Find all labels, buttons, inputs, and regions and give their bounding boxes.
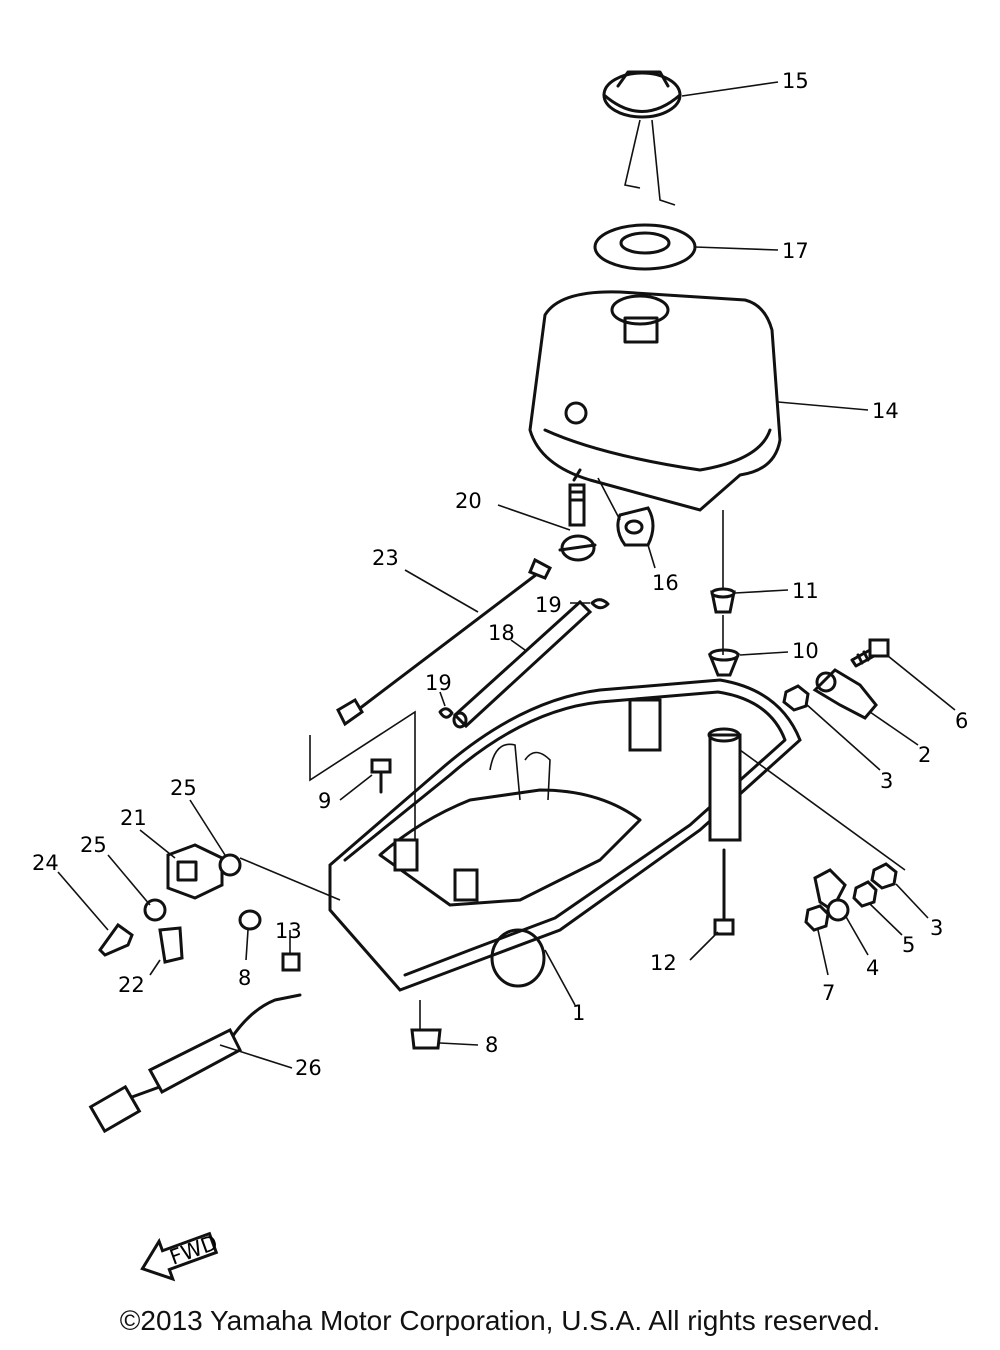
rod [336, 557, 552, 727]
clip [616, 506, 655, 547]
callout-25-upper: 25 [170, 776, 197, 800]
callout-25-lower: 25 [80, 833, 107, 857]
callout-12: 12 [650, 951, 677, 975]
lever-bracket [812, 668, 878, 720]
callout-10: 10 [792, 639, 819, 663]
callout-4: 4 [866, 956, 879, 980]
copyright-notice: ©2013 Yamaha Motor Corporation, U.S.A. A… [119, 1305, 881, 1336]
callout-26: 26 [295, 1056, 322, 1080]
gasket-ring [593, 223, 697, 271]
fuel-tank [528, 290, 782, 512]
callout-11: 11 [792, 579, 819, 603]
nut-3-lower [870, 862, 898, 890]
clip-upper [590, 598, 610, 610]
bracket-small [813, 868, 847, 913]
callout-15: 15 [782, 69, 809, 93]
callout-20: 20 [455, 489, 482, 513]
nut-upper [782, 684, 810, 712]
parts-diagram: FWD 15 17 14 2 [32, 69, 968, 1282]
callout-8-left: 8 [238, 966, 251, 990]
callout-18: 18 [488, 621, 515, 645]
callout-21: 21 [120, 806, 147, 830]
callout-14: 14 [872, 399, 899, 423]
bolt [370, 758, 392, 794]
callout-16: 16 [652, 571, 679, 595]
callout-17: 17 [782, 239, 809, 263]
stop-switch-cable [88, 993, 302, 1134]
nut-5 [852, 880, 878, 908]
fuel-cock [558, 468, 597, 562]
grommet-11 [710, 587, 736, 614]
fuel-hose [452, 599, 593, 729]
fwd-arrow-icon: FWD [140, 1230, 221, 1282]
callout-6: 6 [955, 709, 968, 733]
fwd-label: FWD [166, 1230, 220, 1269]
grommet-8-left [238, 909, 262, 931]
switch-block [166, 843, 224, 900]
callouts: 15 17 14 20 16 23 11 19 18 10 19 6 2 3 9… [32, 69, 968, 1080]
clip-lower [438, 707, 454, 719]
washer-upper [218, 853, 242, 877]
plate [158, 926, 184, 964]
callout-9: 9 [318, 789, 331, 813]
callout-13: 13 [275, 919, 302, 943]
fuel-cap [602, 70, 682, 206]
callout-7: 7 [822, 981, 835, 1005]
callout-3-lower: 3 [930, 916, 943, 940]
sheet [281, 952, 301, 972]
callout-19-upper: 19 [535, 593, 562, 617]
washer-4 [826, 898, 850, 922]
grommet-8-bottom [410, 1028, 442, 1050]
grommet-10 [707, 648, 741, 677]
knob [98, 922, 134, 957]
callout-2: 2 [918, 743, 931, 767]
callout-1: 1 [572, 1001, 585, 1025]
callout-8-bottom: 8 [485, 1033, 498, 1057]
callout-3-upper: 3 [880, 769, 893, 793]
callout-24: 24 [32, 851, 59, 875]
callout-23: 23 [372, 546, 399, 570]
screw-12 [713, 848, 735, 936]
callout-22: 22 [118, 973, 145, 997]
nut-7 [804, 904, 830, 932]
bottom-cowling [328, 678, 802, 992]
screw [850, 638, 890, 668]
callout-19-lower: 19 [425, 671, 452, 695]
leader-lines [57, 81, 956, 1069]
callout-5: 5 [902, 933, 915, 957]
